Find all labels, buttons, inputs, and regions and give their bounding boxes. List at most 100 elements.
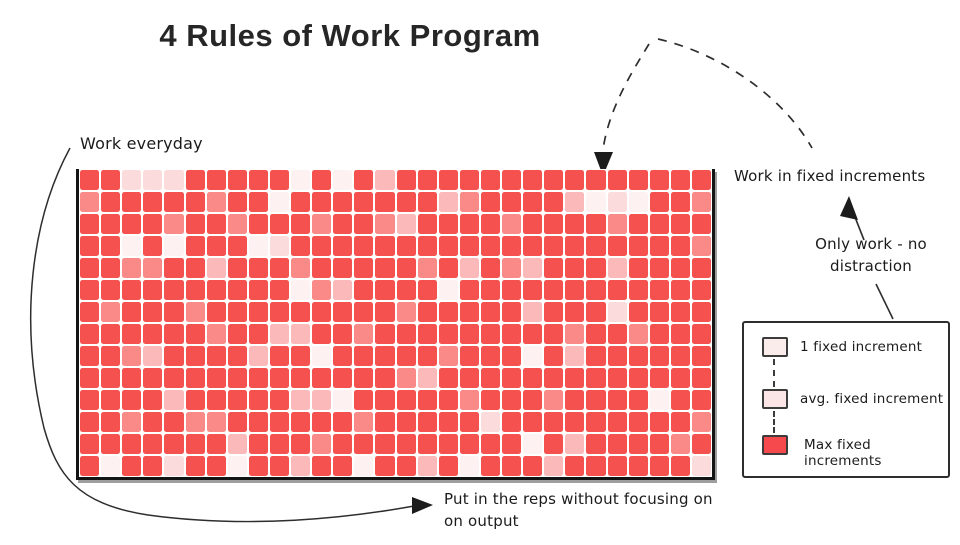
grid-cell	[269, 214, 289, 234]
grid-cell	[565, 324, 585, 344]
grid-cell	[628, 170, 648, 190]
grid-cell	[291, 346, 311, 366]
grid-cell	[101, 280, 121, 300]
grid-cell	[122, 302, 142, 322]
grid-cell	[480, 258, 500, 278]
grid-cell	[670, 412, 690, 432]
grid-cell	[438, 302, 458, 322]
grid-cell	[607, 346, 627, 366]
grid-cell	[333, 236, 353, 256]
grid-cell	[164, 368, 184, 388]
grid-cell	[248, 258, 268, 278]
grid-cell	[185, 456, 205, 476]
grid-cell	[396, 302, 416, 322]
grid-cell	[544, 324, 564, 344]
grid-cell	[375, 456, 395, 476]
grid-cell	[544, 302, 564, 322]
grid-cell	[354, 434, 374, 454]
grid-cell	[164, 258, 184, 278]
grid-cell	[628, 192, 648, 212]
grid-cell	[206, 434, 226, 454]
grid-cell	[417, 302, 437, 322]
grid-cell	[143, 346, 163, 366]
grid-cell	[565, 412, 585, 432]
grid-cell	[80, 346, 100, 366]
grid-cell	[206, 236, 226, 256]
grid-cell	[586, 368, 606, 388]
grid-cell	[122, 236, 142, 256]
grid-cell	[312, 280, 332, 300]
grid-cell	[459, 302, 479, 322]
grid-cell	[354, 390, 374, 410]
grid-cell	[143, 236, 163, 256]
grid-cell	[586, 280, 606, 300]
grid-cell	[269, 456, 289, 476]
grid-cell	[691, 456, 711, 476]
grid-cell	[438, 390, 458, 410]
grid-cell	[164, 280, 184, 300]
grid-cell	[396, 280, 416, 300]
grid-cell	[185, 280, 205, 300]
grid-cell	[269, 434, 289, 454]
legend-label-avg-increment: avg. fixed increment	[800, 391, 944, 407]
grid-cell	[691, 412, 711, 432]
grid-cell	[417, 456, 437, 476]
grid-cell	[607, 170, 627, 190]
grid-cell	[417, 346, 437, 366]
grid-cell	[312, 302, 332, 322]
grid-cell	[502, 368, 522, 388]
grid-cell	[122, 324, 142, 344]
grid-cell	[480, 280, 500, 300]
grid-cell	[417, 324, 437, 344]
grid-cell	[248, 368, 268, 388]
grid-cell	[417, 434, 437, 454]
grid-cell	[122, 346, 142, 366]
grid-cell	[670, 170, 690, 190]
grid-cell	[269, 324, 289, 344]
grid-cell	[375, 324, 395, 344]
grid-cell	[354, 192, 374, 212]
legend-label-1-increment: 1 fixed increment	[800, 339, 923, 355]
grid-cell	[459, 390, 479, 410]
grid-cell	[185, 390, 205, 410]
grid-cell	[354, 412, 374, 432]
grid-cell	[206, 346, 226, 366]
grid-cell	[333, 456, 353, 476]
grid-cell	[565, 236, 585, 256]
grid-cell	[438, 236, 458, 256]
grid-cell	[354, 324, 374, 344]
grid-cell	[523, 434, 543, 454]
grid-cell	[691, 390, 711, 410]
grid-cell	[101, 170, 121, 190]
grid-cell	[143, 214, 163, 234]
grid-cell	[396, 434, 416, 454]
grid-cell	[502, 236, 522, 256]
grid-cell	[396, 390, 416, 410]
grid-cell	[480, 368, 500, 388]
grid-cell	[291, 192, 311, 212]
grid-cell	[291, 258, 311, 278]
grid-cell	[480, 434, 500, 454]
grid-cell	[312, 368, 332, 388]
heatmap-frame	[76, 169, 715, 480]
grid-cell	[143, 192, 163, 212]
grid-cell	[185, 346, 205, 366]
grid-cell	[269, 390, 289, 410]
grid-cell	[396, 324, 416, 344]
grid-cell	[544, 368, 564, 388]
grid-cell	[670, 258, 690, 278]
grid-cell	[670, 434, 690, 454]
grid-cell	[80, 170, 100, 190]
grid-cell	[206, 412, 226, 432]
grid-cell	[291, 324, 311, 344]
grid-cell	[354, 346, 374, 366]
legend-label-max-increments: Max fixed increments	[804, 437, 882, 469]
grid-cell	[248, 324, 268, 344]
grid-cell	[185, 368, 205, 388]
grid-cell	[333, 346, 353, 366]
grid-cell	[480, 214, 500, 234]
grid-cell	[206, 456, 226, 476]
grid-cell	[122, 412, 142, 432]
label-only-work-no-distraction: Only work - no distraction	[815, 235, 927, 275]
grid-cell	[375, 368, 395, 388]
